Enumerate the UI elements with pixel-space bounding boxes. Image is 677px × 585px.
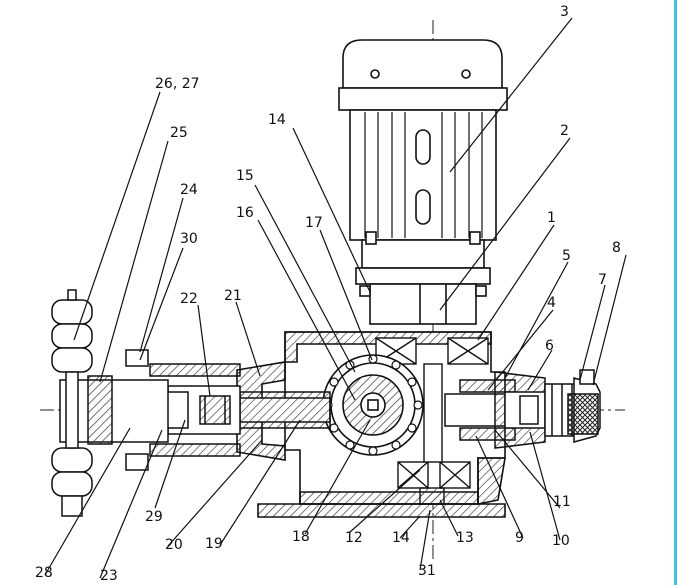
- part-label: 6: [545, 338, 554, 354]
- part-label: 8: [612, 240, 621, 256]
- part-label: 14: [392, 530, 410, 546]
- part-label: 17: [305, 215, 323, 231]
- eccentric-wheel: [322, 354, 424, 456]
- part-label: 25: [170, 125, 188, 141]
- part-label: 23: [100, 568, 118, 584]
- part-label: 21: [224, 288, 242, 304]
- pump-head: [444, 369, 601, 449]
- part-label: 15: [236, 168, 254, 184]
- part-label: 19: [205, 536, 223, 552]
- part-labels: 3 2 1 5 8 7 4 6 11 9 10 13 12 14 31 18 1…: [35, 4, 621, 584]
- part-label: 11: [553, 494, 571, 510]
- part-label: 1: [547, 210, 556, 226]
- leader-lines: [44, 17, 627, 579]
- window-edge-accent: [674, 0, 677, 585]
- part-label: 24: [180, 182, 198, 198]
- part-label: 20: [165, 537, 183, 553]
- part-label: 31: [418, 563, 436, 579]
- part-label: 30: [180, 231, 198, 247]
- part-label: 22: [180, 291, 198, 307]
- motor: [338, 39, 508, 325]
- part-label: 3: [560, 4, 569, 20]
- part-label: 2: [560, 123, 569, 139]
- stroke-adjust-housing: [59, 363, 241, 457]
- part-label: 16: [236, 205, 254, 221]
- part-label: 14: [268, 112, 286, 128]
- bearings-vertical: [375, 337, 489, 505]
- part-label: 4: [547, 295, 556, 311]
- adjustment-knob-stack: [51, 289, 93, 517]
- part-label: 12: [345, 530, 363, 546]
- part-label: 10: [552, 533, 570, 549]
- part-label: 13: [456, 530, 474, 546]
- part-label: 26, 27: [155, 76, 200, 92]
- part-label: 28: [35, 565, 53, 581]
- part-label: 29: [145, 509, 163, 525]
- part-label: 7: [598, 272, 607, 288]
- part-label: 9: [515, 530, 524, 546]
- part-label: 5: [562, 248, 571, 264]
- part-label: 18: [292, 529, 310, 545]
